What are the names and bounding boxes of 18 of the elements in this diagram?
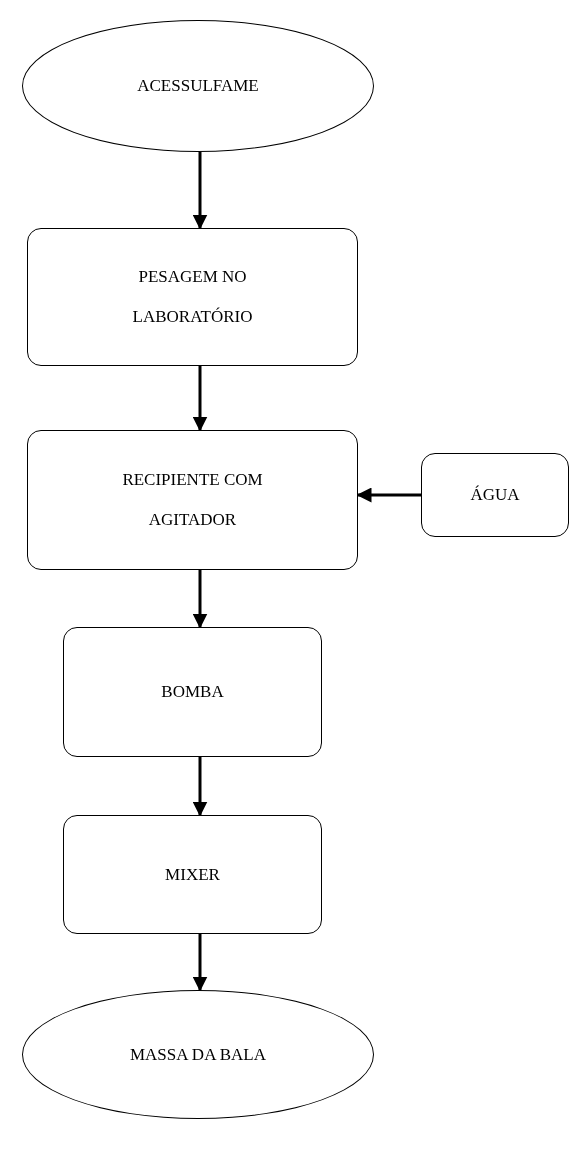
- node-label: BOMBA: [161, 681, 224, 703]
- arrow: [192, 757, 208, 817]
- process-box: [63, 815, 322, 934]
- process-box: [27, 228, 358, 366]
- node-label: ÁGUA: [470, 484, 520, 506]
- arrow: [192, 570, 208, 629]
- node-label: RECIPIENTE COM AGITADOR: [121, 469, 264, 531]
- process-box: [421, 453, 569, 537]
- arrow: [192, 152, 208, 230]
- arrow: [192, 366, 208, 432]
- node-label: MASSA DA BALA: [129, 1043, 266, 1066]
- arrow: [356, 487, 421, 503]
- node-label: MIXER: [165, 863, 220, 886]
- process-box: [27, 430, 358, 570]
- process-box: [63, 627, 322, 757]
- arrow: [192, 934, 208, 992]
- node-label: PESAGEM NO LABORATÓRIO: [131, 266, 254, 328]
- node-label: ACESSULFAME: [137, 75, 259, 97]
